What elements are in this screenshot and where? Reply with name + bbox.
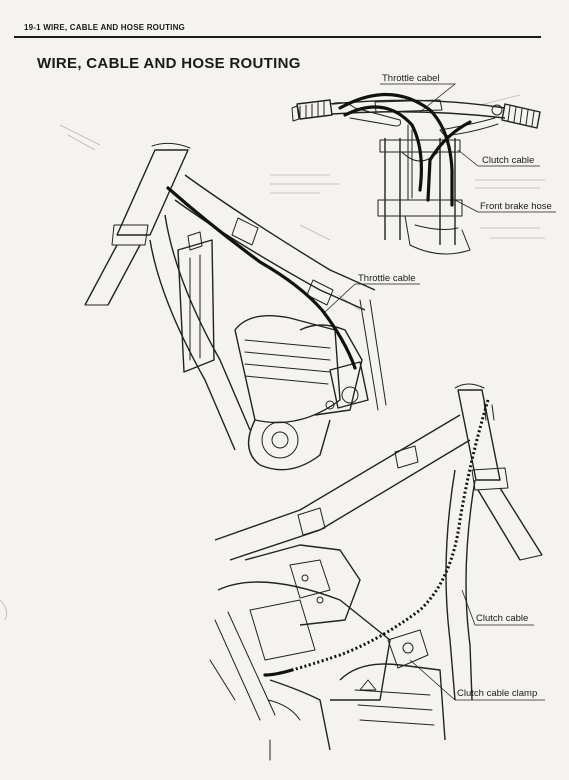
label-clutch-cable-clamp: Clutch cable clamp: [457, 688, 538, 699]
leader-lines: [324, 83, 556, 701]
label-front-brake-hose: Front brake hose: [480, 201, 552, 212]
header-text: 19-1 WIRE, CABLE AND HOSE ROUTING: [24, 23, 185, 32]
page-header: 19-1 WIRE, CABLE AND HOSE ROUTING: [14, 22, 541, 38]
label-clutch-cable-bottom: Clutch cable: [476, 613, 529, 624]
label-clutch-cable-top: Clutch cable: [482, 155, 535, 166]
label-throttle-cable: Throttle cable: [358, 273, 416, 284]
bleed-through: [0, 94, 545, 621]
handlebar-detail: [291, 92, 541, 255]
label-throttle-cabel: Throttle cabel: [382, 73, 440, 84]
frame-throttle-detail: [84, 142, 387, 471]
frame-clutch-detail: [209, 383, 543, 761]
page-title: WIRE, CABLE AND HOSE ROUTING: [37, 55, 301, 72]
